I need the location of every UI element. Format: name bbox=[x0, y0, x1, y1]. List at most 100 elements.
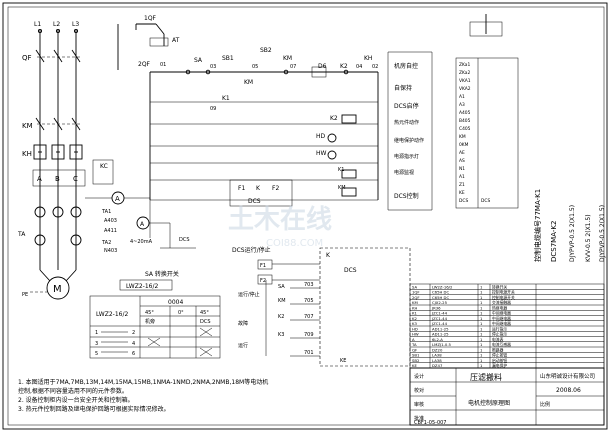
dcs-channel-2: 运行 bbox=[238, 342, 248, 349]
func-3: 热元件动作 bbox=[394, 119, 419, 126]
cable-label-1: DCS7MA-K2 bbox=[550, 221, 558, 262]
watermark-text: 土木在线 bbox=[228, 205, 332, 235]
bom-cell: QF bbox=[412, 347, 417, 352]
terminal-c: C bbox=[73, 175, 78, 183]
bom-cell: 1 bbox=[480, 290, 483, 295]
tag-1qf: 1QF bbox=[144, 15, 157, 22]
qf-label: QF bbox=[22, 54, 32, 62]
tag-sb2: SB2 bbox=[260, 47, 272, 54]
tb-row-2: 审核 bbox=[414, 401, 424, 408]
bom-cell: 6L2-A bbox=[432, 337, 443, 342]
bom-cell: 漏电保护 bbox=[492, 363, 507, 368]
func-4: 继电保护动作 bbox=[394, 137, 424, 144]
bom-cell: 启动按钮 bbox=[492, 358, 507, 363]
switch-row-2: 5 bbox=[95, 351, 98, 357]
svg-text:KM: KM bbox=[338, 185, 346, 191]
bom-cell: 1 bbox=[480, 347, 483, 352]
ammeter-label: A bbox=[115, 195, 120, 203]
bom-cell: LA38 bbox=[432, 353, 442, 358]
note-line-2: 控制,根据不同容量选用不同的元件参数。 bbox=[18, 387, 128, 395]
bom-cell: KH bbox=[412, 305, 417, 310]
bom-cell: 1 bbox=[480, 332, 483, 337]
switch-name: LWZ2-16/2 bbox=[96, 311, 128, 318]
tb-date: 2008.06 bbox=[556, 387, 581, 394]
kc-label: KC bbox=[100, 163, 108, 170]
bom-cell: 1 bbox=[480, 358, 483, 363]
svg-text:K1: K1 bbox=[338, 167, 344, 173]
branch-hd: HD bbox=[316, 133, 326, 140]
legend-10: 0KM bbox=[459, 142, 469, 148]
dcs-right-ke: KE bbox=[340, 358, 346, 364]
dcs-label: DCS bbox=[248, 198, 261, 205]
ta1-label: TA1 bbox=[101, 209, 111, 215]
bom-cell: LMZJ1-0.5 bbox=[432, 342, 452, 347]
bom-cell: HD bbox=[412, 326, 418, 331]
dcs-num-701: 701 bbox=[304, 350, 314, 356]
dcs-num-703: 703 bbox=[304, 282, 314, 288]
bom-cell: 1 bbox=[480, 353, 483, 358]
tag-07: 07 bbox=[290, 64, 296, 70]
tb-company: 山东明诚设计有限公司 bbox=[540, 372, 595, 380]
dcs-tag-f2: F2 bbox=[260, 278, 266, 284]
switch-col-2: 45° bbox=[200, 310, 209, 316]
tag-09: 09 bbox=[210, 106, 216, 112]
bom-cell: 1 bbox=[480, 321, 483, 326]
bom-cell: HW bbox=[412, 332, 419, 337]
bom-cell: C65H DC bbox=[432, 290, 449, 295]
tag-02: 02 bbox=[372, 64, 378, 70]
svg-text:A: A bbox=[140, 221, 145, 228]
legend-5: A3 bbox=[459, 102, 465, 108]
func-0: 机房自控 bbox=[394, 62, 418, 70]
bom-cell: 停止指示 bbox=[492, 332, 507, 337]
bom-cell: C65H DC bbox=[432, 295, 449, 300]
dcs-k: K bbox=[256, 185, 261, 192]
cable-code-0: KVV-0.5 2(X1.5) bbox=[585, 214, 592, 262]
bom-cell: 1QF bbox=[412, 290, 420, 295]
switch-col-1: 0° bbox=[178, 310, 184, 316]
func-5: 电源指示灯 bbox=[394, 153, 419, 160]
cable-label-0: 控制电缆编号77MA-K1 bbox=[533, 189, 542, 262]
sub-label-a411: A411 bbox=[104, 228, 117, 234]
bom-cell: 1 bbox=[480, 295, 483, 300]
bom-cell: AD11-25 bbox=[432, 332, 449, 337]
watermark: 土木在线 COI88.COM bbox=[228, 205, 332, 249]
tb-scale: 比例 bbox=[540, 401, 550, 408]
note-line-1: 1. 本图适用于7MA,7MB,13M,14M,15MA,15MB,1NMA-1… bbox=[18, 378, 268, 386]
sub-label-a403: A403 bbox=[104, 218, 117, 224]
terminal-a: A bbox=[37, 175, 42, 183]
cable-label-2: DJYPVP-0.5 2(X1.5) bbox=[569, 205, 576, 262]
dcs-channel-0: 运行/停止 bbox=[238, 291, 260, 298]
legend-8: C405 bbox=[459, 126, 471, 132]
bom-cell: 控制电源开关 bbox=[492, 295, 515, 300]
control-circuit: 1QF AT 2QF 01 SA 03 SB1 SB2 05 KM 07 D6 … bbox=[117, 15, 433, 211]
dcs-contact-sa: SA bbox=[278, 284, 285, 290]
tag-sb1: SB1 bbox=[222, 55, 234, 62]
tag-04: 04 bbox=[356, 64, 362, 70]
bom-cell: LA38 bbox=[432, 358, 442, 363]
legend-2: VKA1 bbox=[459, 78, 471, 84]
bom-cell: JR36 bbox=[431, 305, 441, 310]
bom-cell: SA bbox=[412, 284, 417, 289]
switch-row-1: 3 bbox=[95, 341, 98, 347]
bom-cell: 控制电源开关 bbox=[492, 290, 515, 295]
bom-cell: 转换开关 bbox=[492, 284, 507, 289]
switch-col-label-0: 机旁 bbox=[145, 318, 155, 325]
bom-cell: 交流接触器 bbox=[492, 300, 511, 305]
legend-15: Z1 bbox=[459, 182, 465, 188]
legend-3: VKA2 bbox=[459, 86, 471, 92]
func-7: DCS控制 bbox=[394, 192, 419, 200]
main-circuit: L1 L2 L3 QF KM KH A B C KC TA A A 4~20mA… bbox=[17, 21, 196, 300]
tag-k2: K2 bbox=[340, 63, 348, 70]
phase-label-l1: L1 bbox=[34, 21, 41, 28]
dcs-tag-dcs: DCS bbox=[344, 267, 357, 274]
tag-05: 05 bbox=[252, 64, 258, 70]
bom-cell: K1 bbox=[412, 311, 417, 316]
branch-k1: K1 bbox=[222, 95, 230, 102]
tag-01: 01 bbox=[160, 62, 166, 68]
bom-cell: CJX2-25 bbox=[432, 300, 448, 305]
legend-11: AE bbox=[459, 150, 465, 156]
bom-cell: 中间继电器 bbox=[492, 316, 511, 321]
bom-cell: AD11-25 bbox=[432, 326, 449, 331]
